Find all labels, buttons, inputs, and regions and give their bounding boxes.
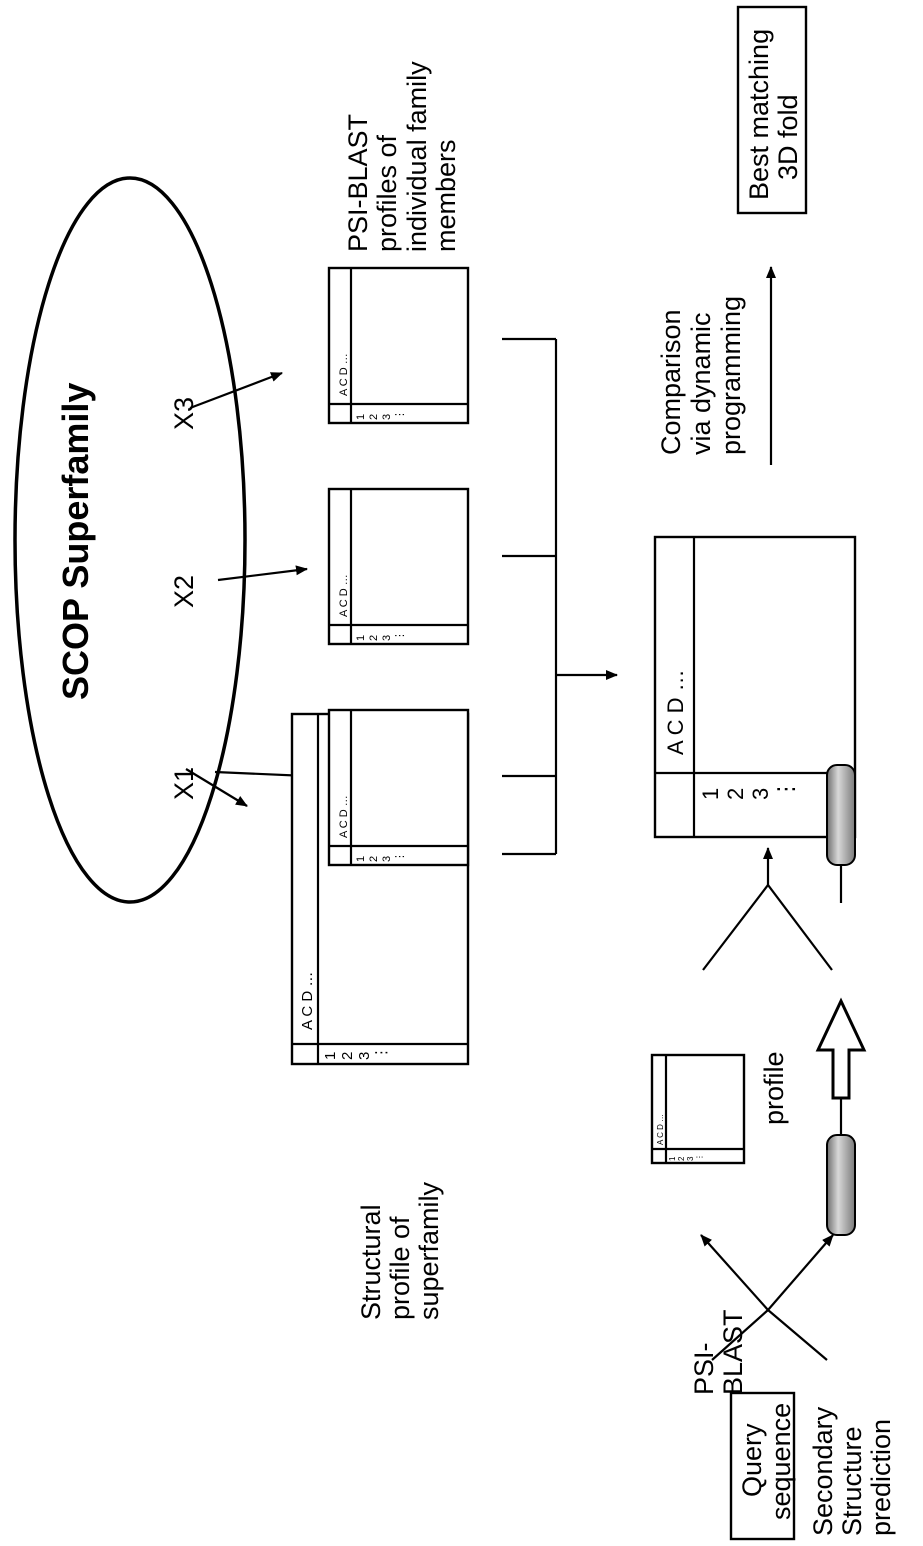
secondary-structure-label: Secondary Structure prediction [808, 1406, 896, 1536]
matrix-row-dots: ⋮ [773, 778, 798, 800]
matrix-row-3: 3 [356, 1052, 373, 1060]
open-arrow-icon [815, 997, 867, 1100]
matrix-col-header: A C D … [338, 574, 350, 617]
matrix-row-dots: ⋮ [394, 630, 406, 641]
arrow-secondary [767, 1234, 834, 1311]
matrix-row-2: 2 [368, 414, 380, 420]
member-label-x3: X3 [169, 397, 199, 430]
svg-text:via dynamic: via dynamic [686, 312, 716, 455]
matrix-row-1: 1 [698, 788, 723, 800]
matrix-row-2: 2 [368, 856, 380, 862]
svg-text:3D fold: 3D fold [773, 94, 803, 180]
matrix-row-1: 1 [355, 856, 367, 862]
svg-text:individual family: individual family [402, 61, 432, 252]
small-profile-matrix: A C D … 1 2 3 ⋮ [650, 1053, 746, 1165]
member-matrix-x3: A C D … 1 2 3 ⋮ [327, 266, 470, 425]
svg-text:Query: Query [737, 1423, 767, 1497]
psi-profiles-label: PSI-BLAST profiles of individual family … [343, 61, 461, 252]
svg-text:Structure: Structure [837, 1426, 867, 1536]
svg-text:prediction: prediction [866, 1419, 896, 1536]
matrix-row-2: 2 [368, 635, 380, 641]
matrix-row-dots: ⋮ [373, 1045, 390, 1060]
query-sequence-box: Query sequence [729, 1391, 796, 1541]
arrow-structural [185, 768, 248, 807]
matrix-col-header: A C D … [338, 795, 350, 838]
svg-text:members: members [431, 139, 461, 252]
arrow-psi-blast [700, 1234, 769, 1311]
svg-text:Secondary: Secondary [808, 1406, 838, 1536]
svg-text:sequence: sequence [766, 1403, 796, 1520]
member-matrix-x1: A C D … 1 2 3 ⋮ [327, 708, 470, 867]
matrix-row-dots: ⋮ [695, 1153, 704, 1161]
matrix-row-3: 3 [748, 788, 773, 800]
best-fold-box: Best matching 3D fold [736, 5, 808, 215]
member-matrix-x2: A C D … 1 2 3 ⋮ [327, 487, 470, 646]
matrix-col-header: A C D … [299, 972, 316, 1030]
helix-cylinder-icon [826, 764, 856, 1236]
structural-profile-label: Structural profile of superfamily [356, 1181, 444, 1320]
svg-text:Best matching: Best matching [744, 29, 774, 200]
combined-profile-matrix: A C D … 1 2 3 ⋮ [653, 535, 857, 839]
svg-text:superfamily: superfamily [414, 1181, 444, 1320]
svg-text:BLAST: BLAST [718, 1309, 748, 1395]
merge-to-combined [702, 883, 833, 971]
svg-text:PSI-BLAST: PSI-BLAST [343, 114, 373, 252]
matrix-row-3: 3 [686, 1156, 695, 1161]
matrix-row-3: 3 [381, 414, 393, 420]
svg-text:Structural: Structural [356, 1204, 386, 1320]
arrow-x3 [189, 371, 283, 410]
member-label-x1: X1 [169, 767, 199, 800]
matrix-row-1: 1 [355, 635, 367, 641]
comparison-label: Comparison via dynamic programming [656, 296, 746, 455]
matrix-row-dots: ⋮ [394, 851, 406, 862]
svg-text:Comparison: Comparison [656, 309, 686, 455]
svg-text:profile of: profile of [385, 1216, 415, 1320]
matrix-col-header: A C D … [656, 1114, 665, 1145]
matrix-row-dots: ⋮ [394, 409, 406, 420]
matrix-row-1: 1 [355, 414, 367, 420]
matrix-row-1: 1 [668, 1156, 677, 1161]
profile-label: profile [759, 1051, 789, 1125]
member-label-x2: X2 [169, 575, 199, 608]
matrix-row-1: 1 [322, 1052, 339, 1060]
matrix-row-3: 3 [381, 635, 393, 641]
matrix-col-header: A C D … [663, 669, 688, 755]
matrix-row-2: 2 [723, 788, 748, 800]
superfamily-title: SCOP Superfamily [55, 383, 96, 700]
matrix-col-header: A C D … [338, 353, 350, 396]
matrix-row-2: 2 [339, 1052, 356, 1060]
superfamily-ellipse [13, 176, 247, 904]
svg-text:programming: programming [716, 296, 746, 455]
matrix-row-3: 3 [381, 856, 393, 862]
arrow-x2 [217, 565, 308, 582]
psi-blast-label: PSI- BLAST [689, 1309, 748, 1395]
merge-connector [502, 337, 618, 856]
svg-text:profiles of: profiles of [372, 134, 402, 252]
matrix-row-2: 2 [677, 1156, 686, 1161]
svg-text:PSI-: PSI- [689, 1342, 719, 1395]
